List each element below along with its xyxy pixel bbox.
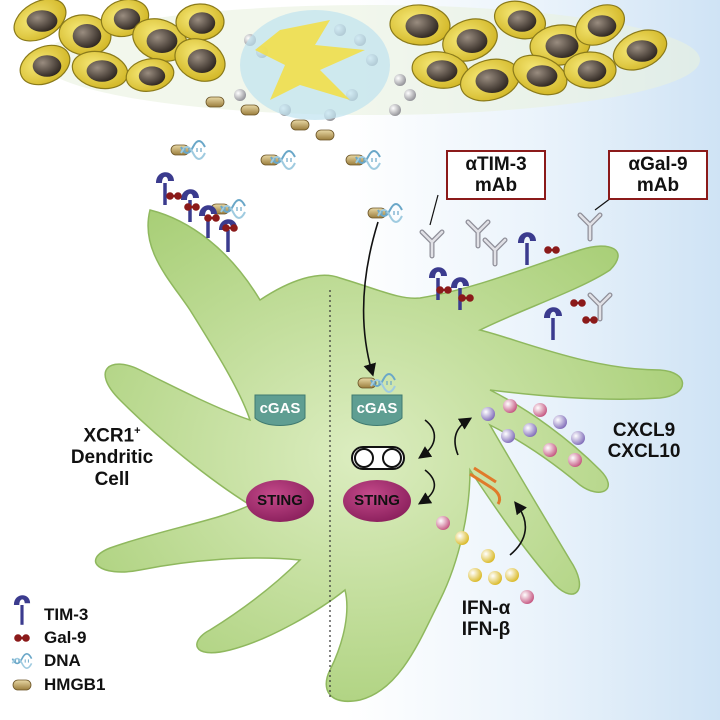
cgas-left-shape xyxy=(254,394,306,426)
ifn-receptor-icon xyxy=(469,466,502,505)
anti-tim3-line2: mAb xyxy=(474,175,518,196)
sting-right-shape xyxy=(343,480,411,522)
debris-particle xyxy=(404,89,416,101)
tumor-cell xyxy=(411,51,469,89)
debris-particle xyxy=(234,89,246,101)
pathway-arrow-1 xyxy=(418,419,436,459)
tumor-cell-mass xyxy=(13,0,700,121)
tumor-cell xyxy=(19,44,71,86)
uptake-arrow xyxy=(362,221,379,377)
tumor-cell xyxy=(493,0,547,40)
tumor-cell xyxy=(71,50,129,90)
tumor-cell xyxy=(389,4,451,46)
anti-tim3-line1: αTIM-3 xyxy=(465,154,527,175)
cell-type-label: XCR1+ Dendritic Cell xyxy=(52,420,172,491)
anti-gal9-mab-label: αGal-9 mAb xyxy=(608,150,708,200)
debris-particle xyxy=(394,74,406,86)
legend-label: HMGB1 xyxy=(44,675,106,694)
tumor-cell xyxy=(13,0,67,42)
legend-item-dna: DNA xyxy=(8,650,81,672)
tumor-cell xyxy=(58,14,112,56)
interferon-line2: IFN-β xyxy=(461,619,511,640)
tumor-cell xyxy=(174,38,226,82)
cell-type-superscript: + xyxy=(134,425,141,437)
legend-item-hmgb1: HMGB1 xyxy=(8,674,105,696)
legend-label: DNA xyxy=(44,651,81,670)
tumor-cell xyxy=(612,29,668,71)
cell-type-line3: Cell xyxy=(94,469,130,491)
anti-gal9-line2: mAb xyxy=(636,175,680,196)
tumor-cell xyxy=(459,58,521,102)
tumor-cell xyxy=(563,51,617,89)
chemokine-line2: CXCL10 xyxy=(607,441,681,462)
cgamp-icon xyxy=(351,446,405,470)
tumor-cell xyxy=(442,18,498,62)
legend-label: Gal-9 xyxy=(44,628,87,647)
tumor-cell xyxy=(125,58,175,92)
cgas-right-label: cGAS xyxy=(356,400,398,417)
pathway-arrow-2 xyxy=(417,469,436,505)
tumor-cell xyxy=(575,4,625,46)
interferon-spheres xyxy=(436,516,534,604)
cell-type-line1: XCR1 xyxy=(83,425,135,447)
chemokine-spheres xyxy=(481,399,585,467)
sting-left-label: STING xyxy=(257,492,303,509)
interferon-label: IFN-α IFN-β xyxy=(446,598,526,640)
legend-item-tim3: TIM-3 xyxy=(8,604,88,626)
cgas-left-label: cGAS xyxy=(259,400,301,417)
cgas-right-shape xyxy=(351,394,403,426)
legend-item-gal9: Gal-9 xyxy=(8,627,87,649)
chemokine-label: CXCL9 CXCL10 xyxy=(596,420,692,462)
anti-tim3-mab-label: αTIM-3 mAb xyxy=(446,150,546,200)
tumor-cell xyxy=(132,18,188,62)
debris-particle xyxy=(389,104,401,116)
anti-gal9-line1: αGal-9 xyxy=(628,154,688,175)
tumor-cell xyxy=(175,3,225,41)
chemokine-line1: CXCL9 xyxy=(612,420,676,441)
cell-type-line2: Dendritic xyxy=(70,447,154,469)
ifn-arrow xyxy=(509,501,527,556)
chemokine-arrow xyxy=(454,417,473,456)
interferon-line1: IFN-α xyxy=(461,598,511,619)
sting-right-label: STING xyxy=(354,492,400,509)
tumor-cell xyxy=(512,54,568,96)
legend-label: TIM-3 xyxy=(44,605,89,624)
sting-left-shape xyxy=(246,480,314,522)
